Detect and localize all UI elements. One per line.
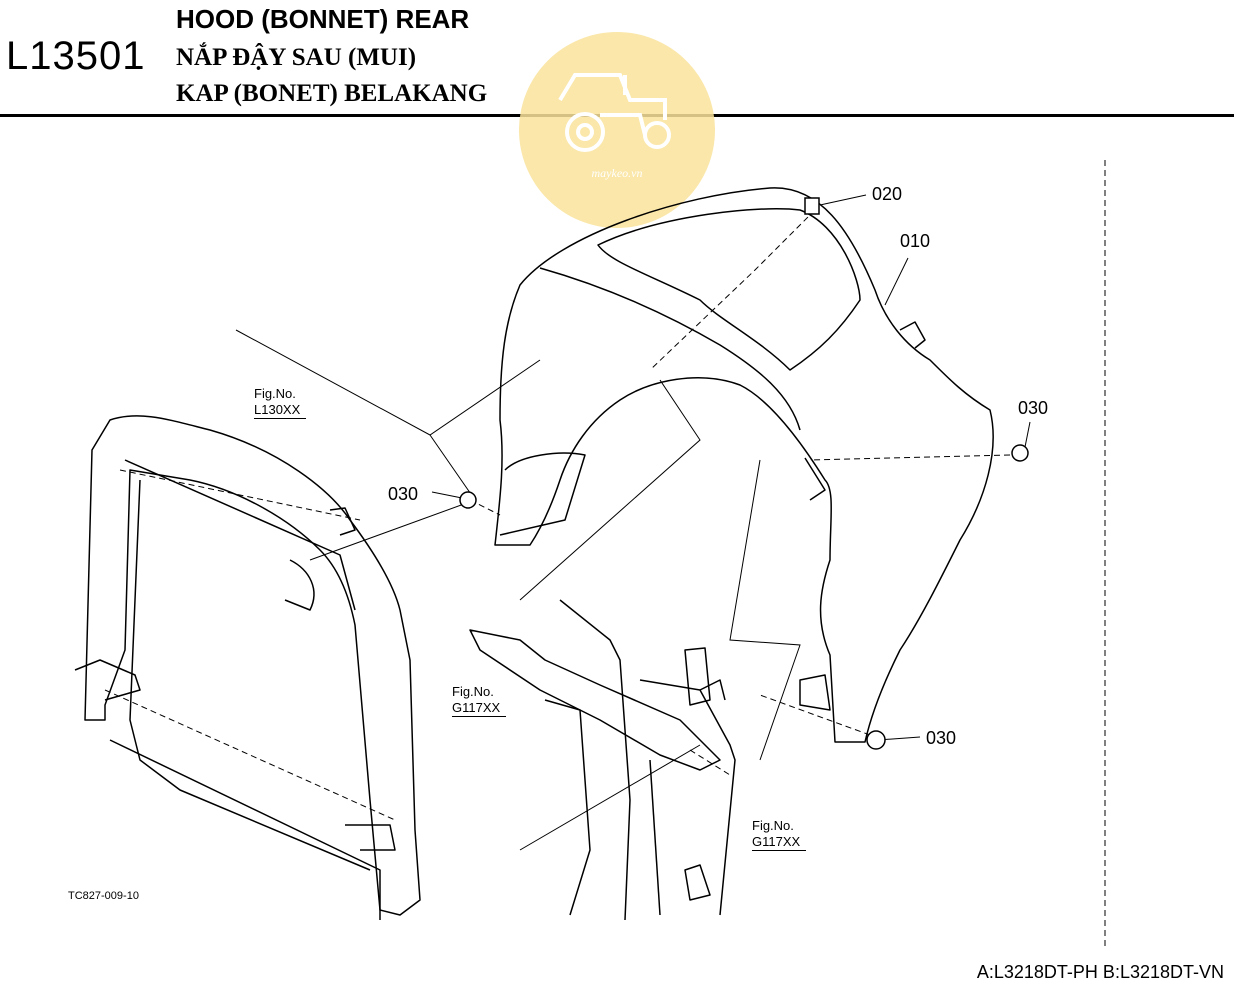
hood-shell: [494, 187, 994, 743]
callout-010: 010: [900, 231, 931, 251]
grommet-030-right-icon: [1011, 444, 1029, 462]
figure-ref-l130xx[interactable]: Fig.No. L130XX: [254, 386, 307, 419]
figure-ref-number: G117XX: [452, 700, 507, 717]
figure-ref-label: Fig.No.: [452, 684, 494, 699]
watermark-text: maykeo.vn: [592, 166, 643, 180]
figure-ref-number: G117XX: [752, 834, 807, 851]
callout-030-left: 030: [388, 484, 419, 504]
title-english: HOOD (BONNET) REAR: [176, 4, 470, 34]
figure-ref-g117xx-center[interactable]: Fig.No. G117XX: [452, 684, 507, 717]
hood-top-panel: [597, 208, 861, 371]
figure-ref-number: L130XX: [254, 402, 307, 419]
title-indonesian: KAP (BONET) BELAKANG: [176, 80, 488, 107]
figure-ref-label: Fig.No.: [752, 818, 794, 833]
chassis-rail: [559, 599, 631, 921]
illustration-id: TC827-009-10: [68, 890, 139, 902]
grommet-030-left-icon: [459, 491, 477, 509]
model-codes: A:L3218DT-PH B:L3218DT-VN: [976, 962, 1224, 982]
front-frame: [84, 415, 421, 916]
figure-ref-g117xx-right[interactable]: Fig.No. G117XX: [752, 818, 807, 851]
callout-030-bottom: 030: [926, 728, 957, 748]
callout-030-right: 030: [1018, 398, 1049, 418]
title-vietnamese: NẮP ĐẬY SAU (MUI): [176, 44, 417, 71]
callout-020: 020: [872, 184, 903, 204]
section-code: L13501: [6, 34, 146, 78]
bolt-020-icon: [804, 197, 820, 215]
figure-ref-label: Fig.No.: [254, 386, 296, 401]
grommet-030-bottom-icon: [866, 730, 886, 750]
